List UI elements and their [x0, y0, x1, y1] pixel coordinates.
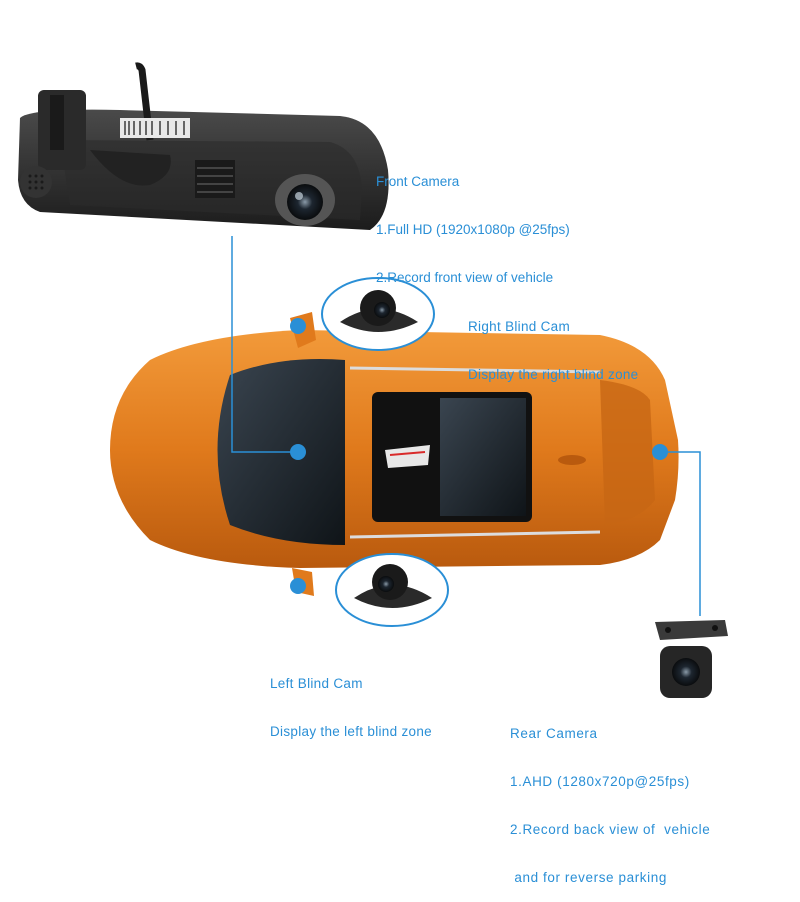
indicator-dots: [290, 318, 668, 594]
right-blind-cam-title: Right Blind Cam: [468, 319, 571, 334]
front-camera-label: Front Camera 1.Full HD (1920x1080p @25fp…: [376, 142, 570, 302]
rear-camera-label: Rear Camera 1.AHD (1280x720p@25fps) 2.Re…: [510, 694, 710, 902]
right-blind-cam-label: Right Blind Cam Display the right blind …: [468, 287, 639, 399]
left-blind-cam-desc: Display the left blind zone: [270, 724, 432, 739]
rear-camera-spec-3: and for reverse parking: [510, 870, 667, 885]
left-blind-cam-label: Left Blind Cam Display the left blind zo…: [270, 644, 432, 756]
mirror-dashcam: [18, 62, 389, 230]
rear-camera-title: Rear Camera: [510, 726, 598, 741]
rear-camera-spec-2: 2.Record back view of vehicle: [510, 822, 711, 837]
front-camera-title: Front Camera: [376, 174, 460, 189]
car-top-view: [110, 312, 679, 596]
left-blind-cam: [335, 553, 449, 627]
connector-lines: [231, 236, 701, 616]
front-camera-spec-1: 1.Full HD (1920x1080p @25fps): [376, 222, 570, 237]
left-blind-cam-title: Left Blind Cam: [270, 676, 363, 691]
illustration: [18, 62, 728, 698]
right-blind-cam: [321, 277, 435, 351]
rear-camera-spec-1: 1.AHD (1280x720p@25fps): [510, 774, 690, 789]
right-blind-cam-desc: Display the right blind zone: [468, 367, 639, 382]
front-camera-spec-2: 2.Record front view of vehicle: [376, 270, 554, 285]
product-diagram: Front Camera 1.Full HD (1920x1080p @25fp…: [18, 62, 728, 885]
rear-camera-device: [655, 620, 728, 698]
